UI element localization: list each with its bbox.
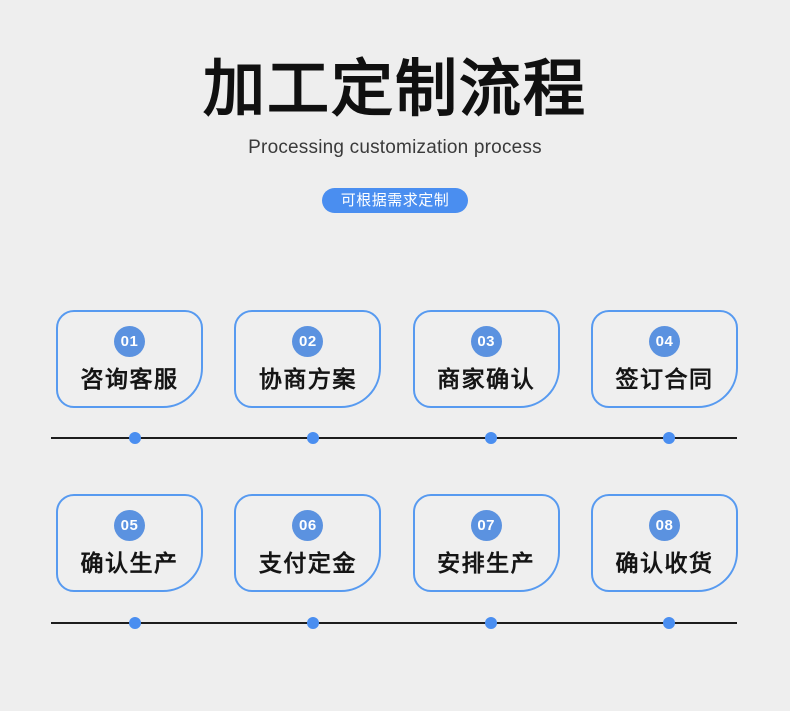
step-label: 商家确认 [437, 366, 536, 392]
connector-dot [129, 617, 141, 629]
connector-rule [51, 437, 737, 439]
step-label: 支付定金 [258, 550, 357, 576]
step-number-badge: 07 [470, 510, 502, 541]
step-label: 签订合同 [615, 366, 714, 392]
step-number-badge: 08 [648, 510, 680, 541]
connector-line-1 [51, 432, 737, 444]
connector-line-2 [51, 617, 737, 629]
process-row-2: 05 确认生产 06 支付定金 07 安排生产 08 确认收货 [56, 494, 738, 592]
step-label: 安排生产 [437, 550, 536, 576]
connector-dot [663, 432, 675, 444]
step-label: 确认收货 [615, 550, 714, 576]
process-card-07[interactable]: 07 安排生产 [412, 494, 560, 592]
step-label: 协商方案 [258, 366, 357, 392]
step-label: 咨询客服 [80, 366, 179, 392]
process-card-06[interactable]: 06 支付定金 [234, 494, 382, 592]
process-card-01[interactable]: 01 咨询客服 [56, 310, 203, 408]
process-card-02[interactable]: 02 协商方案 [234, 310, 382, 408]
customization-badge: 可根据需求定制 [321, 188, 469, 213]
step-number-badge: 01 [114, 326, 145, 357]
connector-dot [485, 617, 497, 629]
connector-dot [307, 432, 319, 444]
step-label: 确认生产 [80, 550, 179, 576]
process-card-05[interactable]: 05 确认生产 [56, 494, 203, 592]
page-header: 加工定制流程 Processing customization process … [0, 0, 790, 213]
step-number-badge: 05 [114, 510, 145, 541]
page-subtitle: Processing customization process [248, 137, 542, 158]
step-number-badge: 04 [648, 326, 680, 357]
step-number-badge: 06 [292, 510, 324, 541]
process-card-04[interactable]: 04 签订合同 [590, 310, 738, 408]
process-row-1: 01 咨询客服 02 协商方案 03 商家确认 04 签订合同 [56, 310, 738, 408]
connector-dot [129, 432, 141, 444]
page-title: 加工定制流程 [202, 55, 587, 124]
connector-dot [485, 432, 497, 444]
connector-dot [663, 617, 675, 629]
badge-container: 可根据需求定制 [0, 188, 790, 213]
step-number-badge: 02 [292, 326, 324, 357]
process-card-03[interactable]: 03 商家确认 [412, 310, 560, 408]
connector-dot [307, 617, 319, 629]
process-card-08[interactable]: 08 确认收货 [590, 494, 738, 592]
connector-rule [51, 622, 737, 624]
step-number-badge: 03 [470, 326, 502, 357]
